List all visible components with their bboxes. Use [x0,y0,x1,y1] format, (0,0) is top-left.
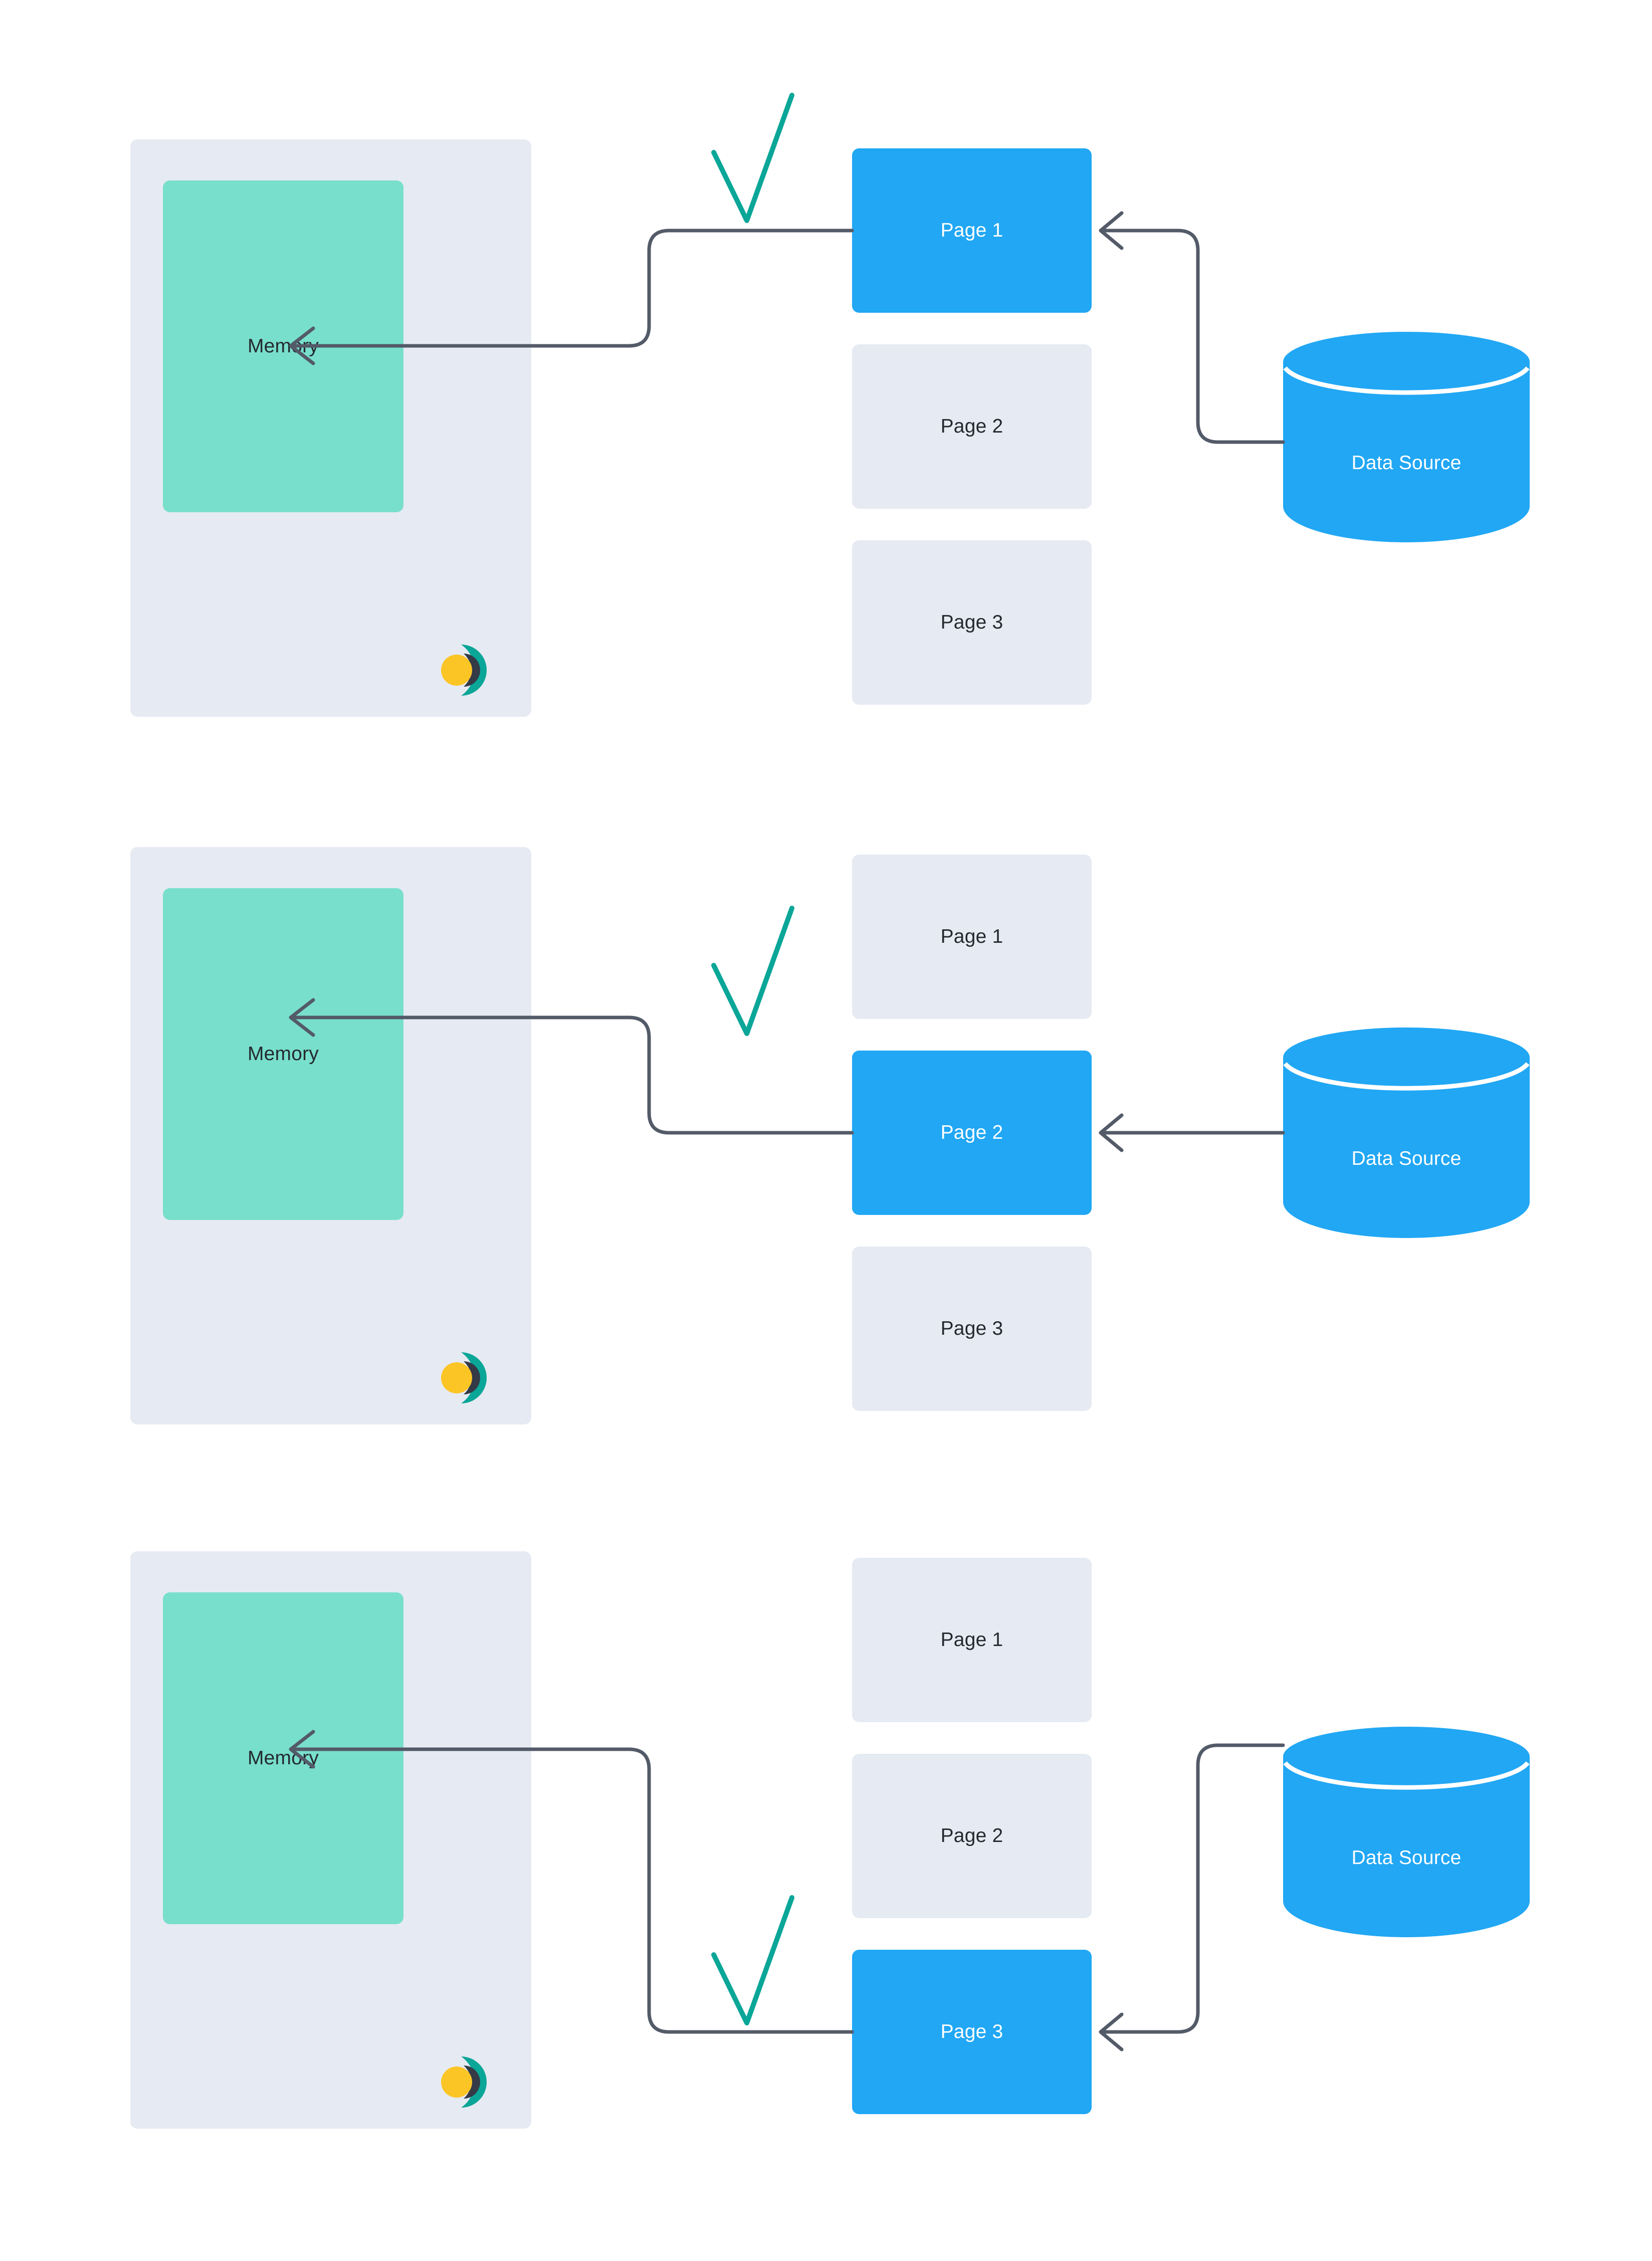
page-card-label: Page 2 [940,1825,1003,1846]
memory-label: Memory [247,1747,319,1769]
eclipse-logo-icon [438,641,497,700]
page-card-2-2[interactable]: Page 2 [852,1051,1092,1215]
data-source-label: Data Source [1351,452,1462,474]
page-card-1-1[interactable]: Page 1 [852,148,1092,313]
page-card-2-1[interactable]: Page 1 [852,855,1092,1019]
panel-state-3: Memory Page 1 Page 2 Page 3 [0,1529,1652,2261]
data-source-cylinder-2[interactable]: Data Source [1283,1027,1530,1248]
memory-box-1: Memory [163,180,403,512]
page-card-label: Page 3 [940,611,1003,633]
eclipse-logo-icon [438,1348,497,1407]
device-container-1: Memory [130,139,531,717]
page-card-3-3[interactable]: Page 3 [852,1950,1092,2114]
device-container-2: Memory [130,847,531,1424]
page-card-label: Page 1 [940,1629,1003,1651]
memory-label: Memory [247,1043,319,1065]
page-card-label: Page 1 [940,220,1003,241]
page-card-label: Page 1 [940,926,1003,947]
eclipse-logo-icon [438,2052,497,2112]
page-card-1-3[interactable]: Page 3 [852,540,1092,705]
data-source-label: Data Source [1351,1847,1462,1869]
memory-label: Memory [247,335,319,357]
page-card-label: Page 3 [940,1318,1003,1339]
panel-state-2: Memory Page 1 Page 2 Page 3 [0,827,1652,1529]
device-container-3: Memory [130,1551,531,2129]
page-card-label: Page 2 [940,1122,1003,1143]
data-source-cylinder-3[interactable]: Data Source [1283,1727,1530,1947]
page-card-label: Page 2 [940,416,1003,437]
memory-box-3: Memory [163,1592,403,1924]
page-card-2-3[interactable]: Page 3 [852,1247,1092,1411]
data-source-cylinder-1[interactable]: Data Source [1283,332,1530,552]
page-card-3-1[interactable]: Page 1 [852,1558,1092,1722]
data-source-label: Data Source [1351,1148,1462,1169]
page-card-1-2[interactable]: Page 2 [852,344,1092,509]
page-card-label: Page 3 [940,2021,1003,2042]
memory-box-2: Memory [163,888,403,1220]
panel-state-1: Memory Page 1 Page 2 Page 3 [0,0,1652,777]
page-card-3-2[interactable]: Page 2 [852,1754,1092,1918]
